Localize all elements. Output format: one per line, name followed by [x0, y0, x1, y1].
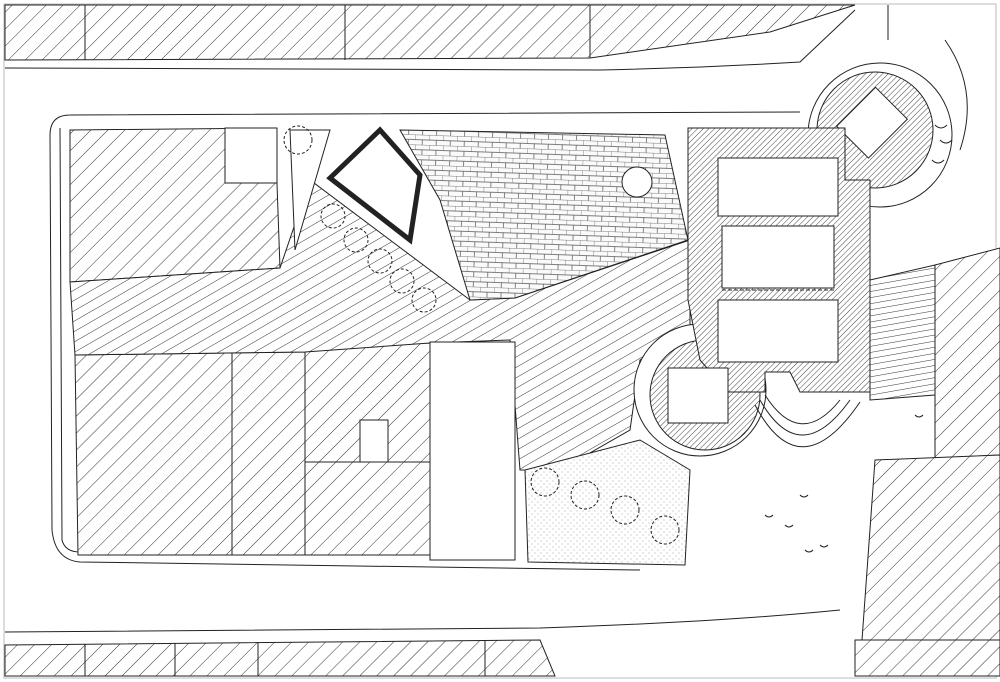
ramp	[289, 129, 331, 251]
road-lines	[4, 5, 968, 633]
steps-east	[869, 264, 936, 401]
buildings-top	[4, 4, 856, 61]
buildings-bottom	[4, 639, 1000, 677]
trees	[283, 125, 680, 545]
fountain	[621, 166, 653, 198]
brick-plaza	[399, 129, 689, 301]
pavilion	[326, 126, 423, 245]
buildings-left-block	[69, 127, 456, 556]
castle	[633, 62, 953, 457]
seating-marks	[764, 124, 953, 553]
white-strip	[429, 341, 516, 561]
gravel-garden	[524, 439, 691, 566]
block-curb	[49, 111, 801, 571]
buildings-right	[861, 247, 1000, 641]
inner-curb	[59, 127, 81, 553]
